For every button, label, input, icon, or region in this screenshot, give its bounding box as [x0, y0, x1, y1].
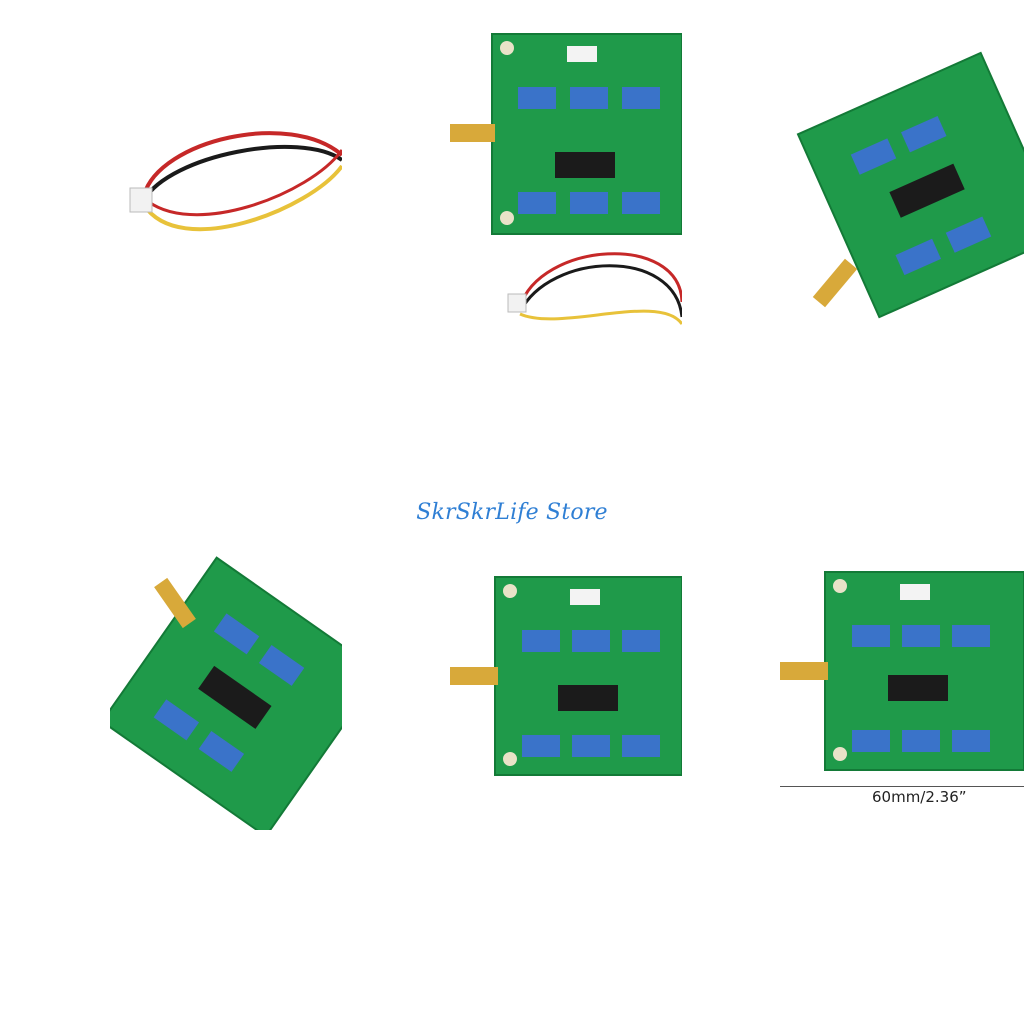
board-photo-dimension [780, 570, 1024, 780]
cable-photo [110, 100, 342, 250]
store-watermark: SkrSkrLife Store [416, 500, 608, 525]
board-photo-front [450, 575, 682, 780]
board-photo-rotated-2 [110, 540, 342, 830]
board-photo-rotated-1 [790, 35, 1024, 325]
dimension-line [780, 786, 1024, 787]
dimension-label: 60mm/2.36” [872, 788, 967, 806]
board-photo-top [450, 32, 682, 332]
